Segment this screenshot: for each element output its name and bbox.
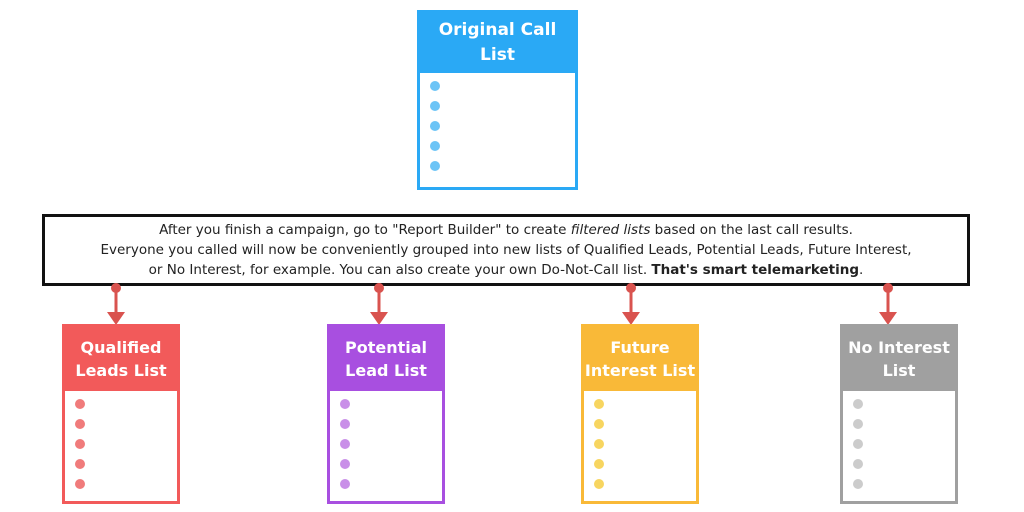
list-title-line: Leads List — [75, 361, 167, 380]
list-item-bullet — [594, 399, 604, 409]
list-item-bullet — [853, 439, 863, 449]
down-arrow-icon — [879, 283, 897, 325]
no-interest-list-items — [843, 391, 955, 489]
list-item-bullet — [340, 439, 350, 449]
list-item-bullet — [75, 479, 85, 489]
explanation-italic-text: filtered lists — [570, 222, 651, 238]
list-item-bullet — [340, 419, 350, 429]
down-arrow-icon — [370, 283, 388, 325]
list-item-bullet — [430, 101, 440, 111]
explanation-box: After you finish a campaign, go to "Repo… — [42, 214, 970, 286]
explanation-line-1: After you finish a campaign, go to "Repo… — [159, 220, 853, 240]
explanation-text: After you finish a campaign, go to "Repo… — [159, 222, 571, 238]
list-item-bullet — [853, 479, 863, 489]
list-item-bullet — [594, 479, 604, 489]
explanation-line-2: Everyone you called will now be convenie… — [100, 242, 912, 258]
list-item-bullet — [853, 399, 863, 409]
list-item-bullet — [594, 419, 604, 429]
original-call-list-items — [420, 73, 575, 171]
list-title-line: Qualified — [80, 337, 162, 357]
list-item-bullet — [430, 121, 440, 131]
future-interest-list-items — [584, 391, 696, 489]
list-title-line: Interest List — [584, 361, 696, 380]
original-call-list-card: Original Call List — [417, 10, 578, 190]
explanation-text: based on the last call results. — [650, 222, 853, 238]
list-item-bullet — [430, 161, 440, 171]
list-item-bullet — [594, 459, 604, 469]
list-item-bullet — [430, 141, 440, 151]
down-arrow-icon — [107, 283, 125, 325]
list-item-bullet — [594, 439, 604, 449]
explanation-bold-text: That's smart telemarketing — [651, 262, 860, 278]
list-item-bullet — [853, 459, 863, 469]
list-title-line: Lead List — [345, 361, 427, 380]
explanation-text: . — [859, 262, 864, 278]
list-item-bullet — [75, 399, 85, 409]
list-item-bullet — [853, 419, 863, 429]
list-title-line: List — [882, 361, 916, 380]
list-title-line: Future — [610, 337, 670, 357]
down-arrow-icon — [622, 283, 640, 325]
qualified-leads-list-items — [65, 391, 177, 489]
list-item-bullet — [340, 459, 350, 469]
list-item-bullet — [75, 419, 85, 429]
list-item-bullet — [75, 459, 85, 469]
explanation-text: or No Interest, for example. You can als… — [148, 262, 652, 278]
list-title-line: No Interest — [848, 337, 950, 357]
original-call-list-title: Original Call List — [420, 13, 575, 73]
list-item-bullet — [340, 399, 350, 409]
potential-lead-list-items — [330, 391, 442, 489]
explanation-line-3: or No Interest, for example. You can als… — [149, 260, 864, 280]
list-item-bullet — [75, 439, 85, 449]
list-item-bullet — [340, 479, 350, 489]
list-item-bullet — [430, 81, 440, 91]
list-title-line: Potential — [344, 337, 428, 357]
